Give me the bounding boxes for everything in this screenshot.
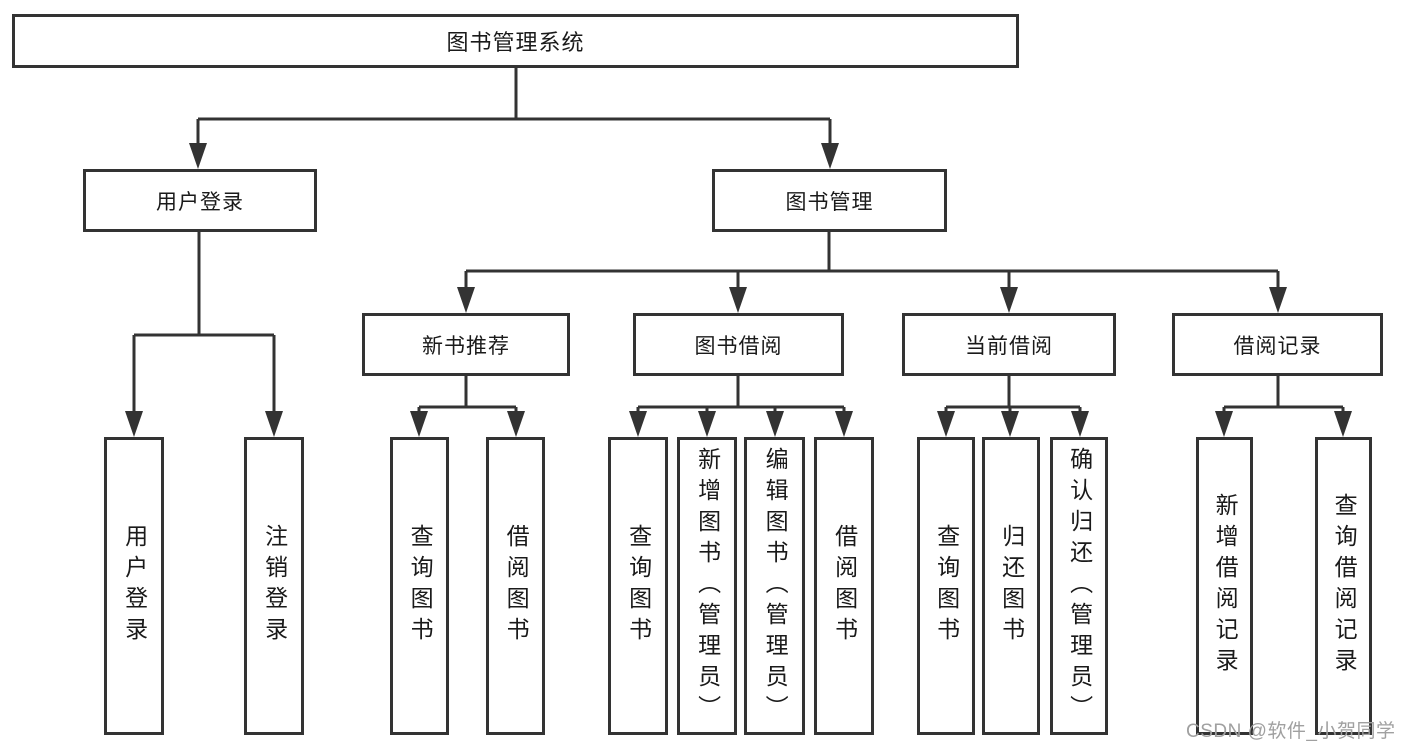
node-label: 注销登录 xyxy=(261,524,288,648)
leaf-borrow-books: 借阅图书 xyxy=(814,437,874,735)
node-label: 用户登录 xyxy=(156,190,244,214)
node-user-login: 用户登录 xyxy=(83,169,317,232)
connector-book-borrowing-to-leaves xyxy=(629,376,853,437)
node-label: 确认归还（管理员） xyxy=(1066,446,1093,726)
node-label: 查询图书 xyxy=(933,524,960,648)
node-book-borrowing: 图书借阅 xyxy=(633,313,844,376)
node-book-management: 图书管理 xyxy=(712,169,947,232)
leaf-query-books-recommend: 查询图书 xyxy=(390,437,449,735)
node-current-borrowing: 当前借阅 xyxy=(902,313,1116,376)
node-label: 借阅记录 xyxy=(1233,334,1322,358)
node-label: 查询借阅记录 xyxy=(1331,493,1358,679)
connector-user-login-to-leaves xyxy=(125,232,283,437)
leaf-user-login: 用户登录 xyxy=(104,437,164,735)
node-label: 查询图书 xyxy=(625,524,652,648)
connector-borrow-records-to-leaves xyxy=(1215,376,1352,437)
node-label: 新增图书（管理员） xyxy=(694,446,721,726)
node-label: 编辑图书（管理员） xyxy=(762,446,789,726)
connector-book-management-to-level3 xyxy=(457,232,1287,313)
leaf-return-books: 归还图书 xyxy=(982,437,1040,735)
node-library-management-system: 图书管理系统 xyxy=(12,14,1019,68)
node-label: 当前借阅 xyxy=(965,334,1053,358)
leaf-edit-books-admin: 编辑图书（管理员） xyxy=(744,437,805,735)
node-label: 图书管理 xyxy=(785,190,874,214)
node-label: 新书推荐 xyxy=(422,334,510,358)
node-label: 借阅图书 xyxy=(503,524,530,648)
leaf-confirm-return-admin: 确认归还（管理员） xyxy=(1050,437,1108,735)
node-label: 图书管理系统 xyxy=(446,30,585,55)
connector-current-borrowing-to-leaves xyxy=(937,376,1089,437)
node-borrowing-records: 借阅记录 xyxy=(1172,313,1383,376)
leaf-add-books-admin: 新增图书（管理员） xyxy=(677,437,737,735)
connector-root-to-level2 xyxy=(189,68,839,169)
node-label: 用户登录 xyxy=(121,524,148,648)
node-label: 新增借阅记录 xyxy=(1212,493,1239,679)
csdn-watermark: CSDN @软件_小贺同学 xyxy=(1186,721,1396,742)
leaf-query-books-current: 查询图书 xyxy=(917,437,975,735)
leaf-logout: 注销登录 xyxy=(244,437,304,735)
node-label: 归还图书 xyxy=(998,524,1025,648)
node-label: 查询图书 xyxy=(407,524,434,648)
leaf-add-borrow-record: 新增借阅记录 xyxy=(1196,437,1253,735)
leaf-borrow-books-recommend: 借阅图书 xyxy=(486,437,545,735)
node-label: 借阅图书 xyxy=(831,524,858,648)
node-label: 图书借阅 xyxy=(694,334,783,358)
leaf-query-borrow-record: 查询借阅记录 xyxy=(1315,437,1372,735)
connector-new-book-to-leaves xyxy=(410,376,525,437)
node-new-book-recommendation: 新书推荐 xyxy=(362,313,570,376)
leaf-query-books-borrowing: 查询图书 xyxy=(608,437,668,735)
